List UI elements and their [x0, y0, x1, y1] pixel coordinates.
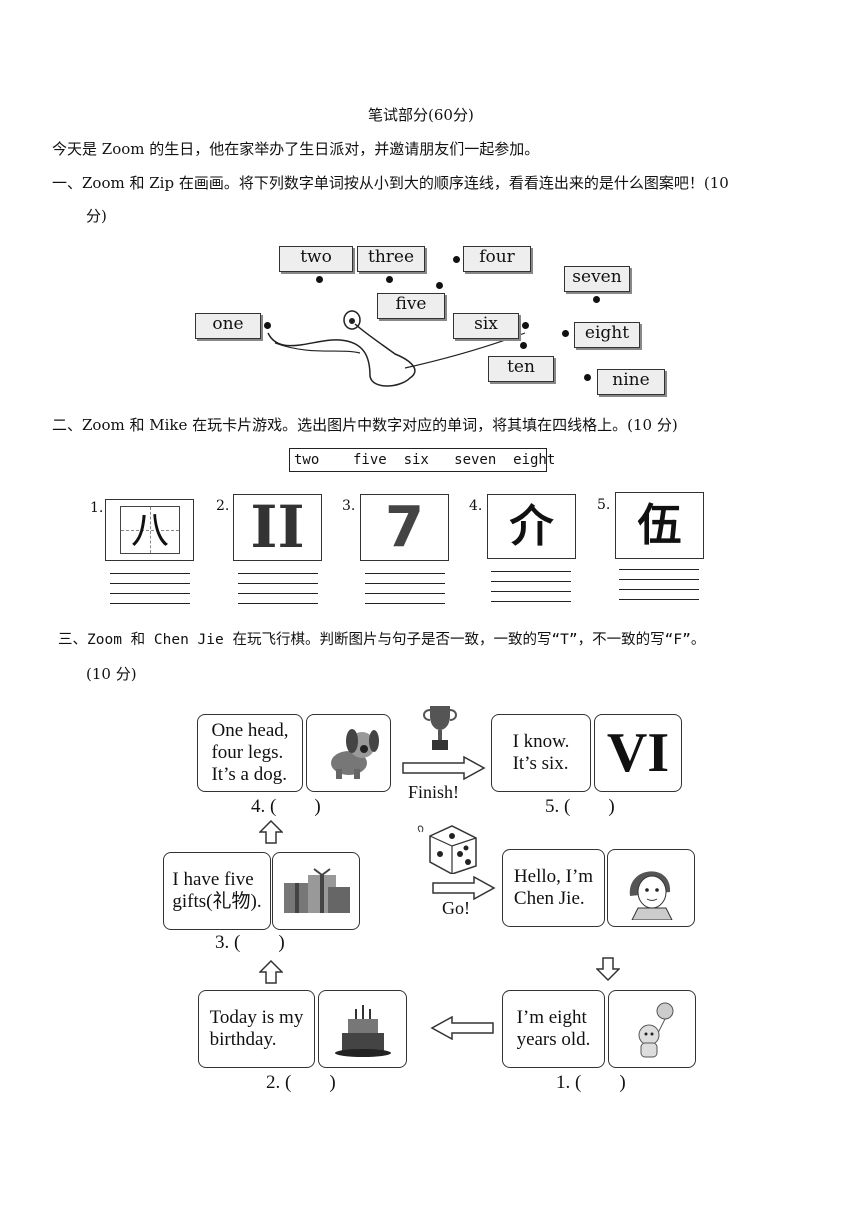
section1-instruction: 一、Zoom 和 Zip 在画画。将下列数字单词按从小到大的顺序连线，看看连出来…	[52, 174, 729, 192]
item-number: 5.	[597, 497, 611, 513]
section1-instruction-cont: 分)	[86, 207, 107, 225]
board-card-3-text: I have five gifts(礼物).	[163, 852, 271, 930]
word-five: five	[377, 293, 445, 319]
right-arrow-icon	[432, 876, 496, 900]
word-four: four	[463, 246, 531, 272]
board-card-1-text: I’m eight years old.	[502, 990, 605, 1068]
pig-with-balloon-icon	[638, 1002, 674, 1058]
picture-card-3: 7	[360, 494, 449, 561]
item-number: 3.	[342, 498, 356, 514]
four-line-grid-3[interactable]	[365, 573, 445, 613]
up-arrow-icon	[259, 820, 283, 844]
board-card-1-picture	[608, 990, 696, 1068]
word-one: one	[195, 313, 261, 339]
picture-card-4: 介	[487, 494, 576, 559]
left-arrow-icon	[430, 1016, 494, 1040]
dot-ten	[520, 342, 527, 349]
answer-blank-1[interactable]: 1. ( )	[556, 1072, 626, 1093]
board-card-2-picture	[318, 990, 407, 1068]
dot-one	[264, 322, 271, 329]
word-eight: eight	[574, 322, 640, 348]
dot-two	[316, 276, 323, 283]
board-card-start-picture	[607, 849, 695, 927]
number-glyph: II	[250, 493, 305, 561]
answer-blank-5[interactable]: 5. ( )	[545, 796, 615, 817]
word-seven: seven	[564, 266, 630, 292]
word-ten: ten	[488, 356, 554, 382]
item-number: 2.	[216, 498, 230, 514]
picture-card-5: 伍	[615, 492, 704, 559]
answer-blank-3[interactable]: 3. ( )	[215, 932, 285, 953]
page-title: 笔试部分(60分)	[368, 106, 474, 124]
dot-four	[453, 256, 460, 263]
word-two: two	[279, 246, 353, 272]
gifts-icon	[284, 868, 350, 913]
dot-three	[386, 276, 393, 283]
dot-nine	[584, 374, 591, 381]
birthday-cake-icon	[334, 1005, 391, 1057]
section3-instruction-cont: (10 分)	[86, 665, 137, 683]
board-card-5-picture: VI	[594, 714, 682, 792]
intro-text: 今天是 Zoom 的生日，他在家举办了生日派对，并邀请朋友们一起参加。	[52, 140, 540, 158]
section2-instruction: 二、Zoom 和 Mike 在玩卡片游戏。选出图片中数字对应的单词，将其填在四线…	[52, 416, 678, 434]
down-arrow-icon	[596, 957, 620, 981]
picture-card-2: II	[233, 494, 322, 561]
trophy-icon	[423, 706, 457, 750]
number-glyph: 八	[130, 508, 169, 552]
number-glyph: 伍	[637, 500, 682, 551]
board-card-5-text: I know. It’s six.	[491, 714, 591, 792]
dog-icon	[330, 729, 379, 779]
four-line-grid-4[interactable]	[491, 571, 571, 611]
girl-icon	[629, 871, 673, 920]
board-card-3-picture	[272, 852, 360, 930]
board-card-4-picture	[306, 714, 391, 792]
answer-blank-4[interactable]: 4. ( )	[251, 796, 321, 817]
word-nine: nine	[597, 369, 665, 395]
dot-eight	[562, 330, 569, 337]
answer-blank-2[interactable]: 2. ( )	[266, 1072, 336, 1093]
board-card-4-text: One head, four legs. It’s a dog.	[197, 714, 303, 792]
dice-icon	[417, 825, 477, 874]
dot-to-dot-puzzle: two three four seven five one six eight …	[190, 238, 670, 398]
four-line-grid-1[interactable]	[110, 573, 190, 613]
picture-card-1: 八	[105, 499, 194, 561]
dot-seven	[593, 296, 600, 303]
item-number: 4.	[469, 498, 483, 514]
dot-five	[436, 282, 443, 289]
word-six: six	[453, 313, 519, 339]
finish-label: Finish!	[408, 782, 460, 802]
dot-six	[522, 322, 529, 329]
board-card-start-text: Hello, I’m Chen Jie.	[502, 849, 605, 927]
item-number: 1.	[90, 500, 104, 516]
zoom-outline-drawing	[267, 310, 526, 387]
right-arrow-icon	[402, 756, 486, 780]
number-glyph: 介	[509, 501, 554, 552]
up-arrow-icon	[259, 960, 283, 984]
four-line-grid-2[interactable]	[238, 573, 318, 613]
go-label: Go!	[442, 898, 470, 918]
word-bank: two five six seven eight	[289, 448, 555, 472]
tian-grid: 八	[120, 506, 180, 554]
number-glyph: 7	[385, 495, 424, 560]
board-card-2-text: Today is my birthday.	[198, 990, 315, 1068]
four-line-grid-5[interactable]	[619, 569, 699, 609]
section3-instruction: 三、Zoom 和 Chen Jie 在玩飞行棋。判断图片与句子是否一致，一致的写…	[58, 632, 706, 648]
word-three: three	[357, 246, 425, 272]
